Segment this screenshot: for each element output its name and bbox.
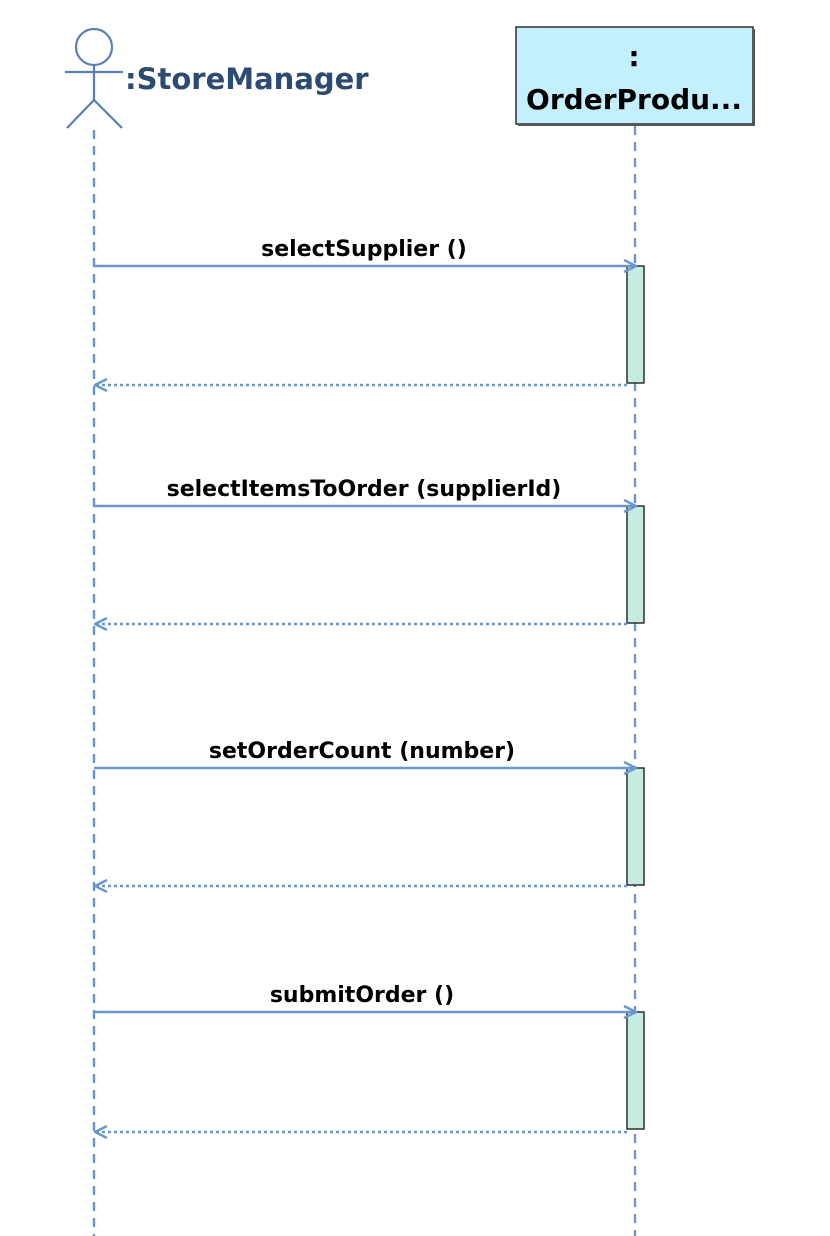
actor-store-manager: :StoreManager xyxy=(65,27,369,129)
message-submit-order: submitOrder () xyxy=(94,983,636,1132)
activation-bar xyxy=(626,505,645,624)
object-box xyxy=(515,26,754,125)
activation-bar xyxy=(626,1011,645,1130)
message-select-supplier: selectSupplier () xyxy=(94,237,636,385)
object-order-product: : OrderProdu... xyxy=(515,26,755,126)
object-label-name: OrderProdu... xyxy=(526,83,742,116)
message-label: selectItemsToOrder (supplierId) xyxy=(167,477,562,502)
stick-figure-icon xyxy=(65,27,123,129)
activation-bar xyxy=(626,767,645,886)
object-label-colon: : xyxy=(628,40,639,73)
activation-bar xyxy=(626,265,645,384)
message-label: setOrderCount (number) xyxy=(209,739,515,764)
actor-label: :StoreManager xyxy=(125,62,369,96)
message-label: submitOrder () xyxy=(270,983,454,1008)
message-set-order-count: setOrderCount (number) xyxy=(94,739,636,886)
message-label: selectSupplier () xyxy=(261,237,467,262)
message-select-items-to-order: selectItemsToOrder (supplierId) xyxy=(94,477,636,624)
